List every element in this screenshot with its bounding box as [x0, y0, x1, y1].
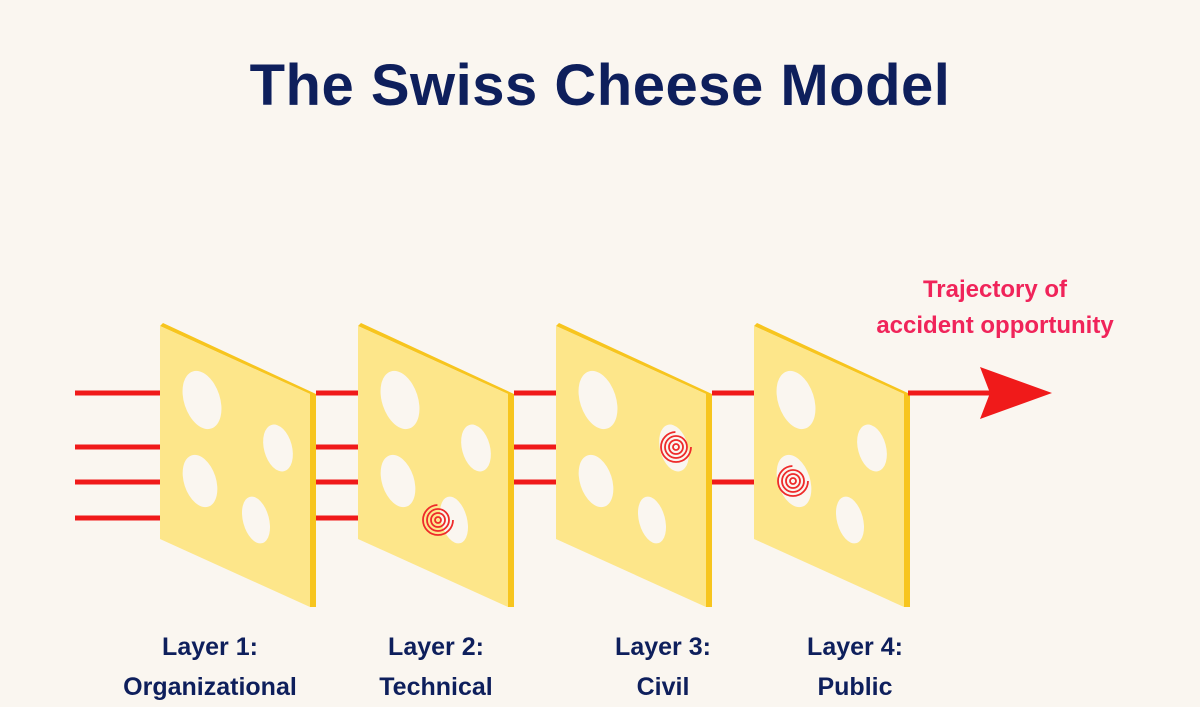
layer-number: Layer 4:: [807, 633, 903, 661]
cheese-layer-4: [754, 323, 910, 607]
layer-name: Organizational: [123, 673, 297, 701]
cheese-layer-2: [358, 323, 514, 607]
arrowhead-icon: [980, 367, 1052, 419]
layer-number: Layer 3:: [615, 633, 711, 661]
trajectory-label-line-1: Trajectory of: [922, 276, 1068, 303]
trajectory-label: Trajectory of accident opportunity: [845, 272, 1145, 344]
layer-label-2: Layer 2: Technical: [316, 627, 556, 707]
cheese-layer-3: [556, 323, 712, 607]
layer-name: Technical: [379, 673, 493, 701]
page-title: The Swiss Cheese Model: [249, 53, 951, 118]
layer-label-4: Layer 4: Public: [735, 627, 975, 707]
layer-label-1: Layer 1: Organizational: [90, 627, 330, 707]
cheese-layer-1: [160, 323, 316, 607]
layer-number: Layer 1:: [162, 633, 258, 661]
layer-name: Civil: [636, 673, 690, 701]
accident-arrow: [908, 367, 1052, 419]
layer-number: Layer 2:: [388, 633, 484, 661]
trajectory-label-line-2: accident opportunity: [876, 312, 1114, 339]
layer-label-3: Layer 3: Civil: [543, 627, 783, 707]
layer-name: Public: [817, 673, 893, 701]
